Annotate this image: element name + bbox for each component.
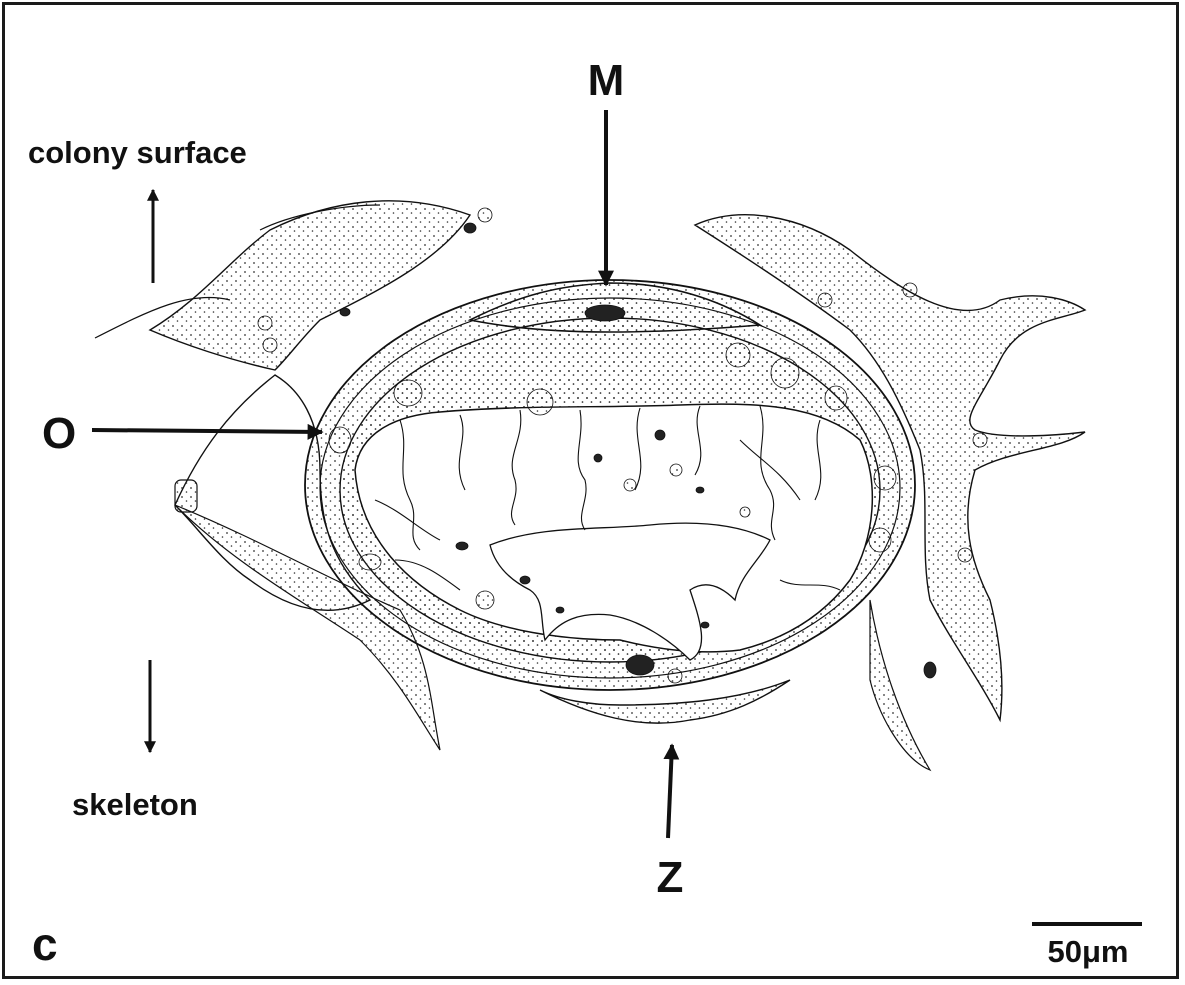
scale-bar-label: 50μm: [1047, 934, 1128, 969]
label-colony-surface: colony surface: [28, 135, 247, 170]
panel-label: c: [32, 918, 58, 970]
label-m: M: [588, 56, 625, 105]
label-o: O: [42, 409, 76, 458]
label-z: Z: [657, 853, 684, 902]
o-arrow: [92, 430, 322, 432]
label-skeleton: skeleton: [72, 787, 198, 822]
z-arrow: [668, 745, 672, 838]
